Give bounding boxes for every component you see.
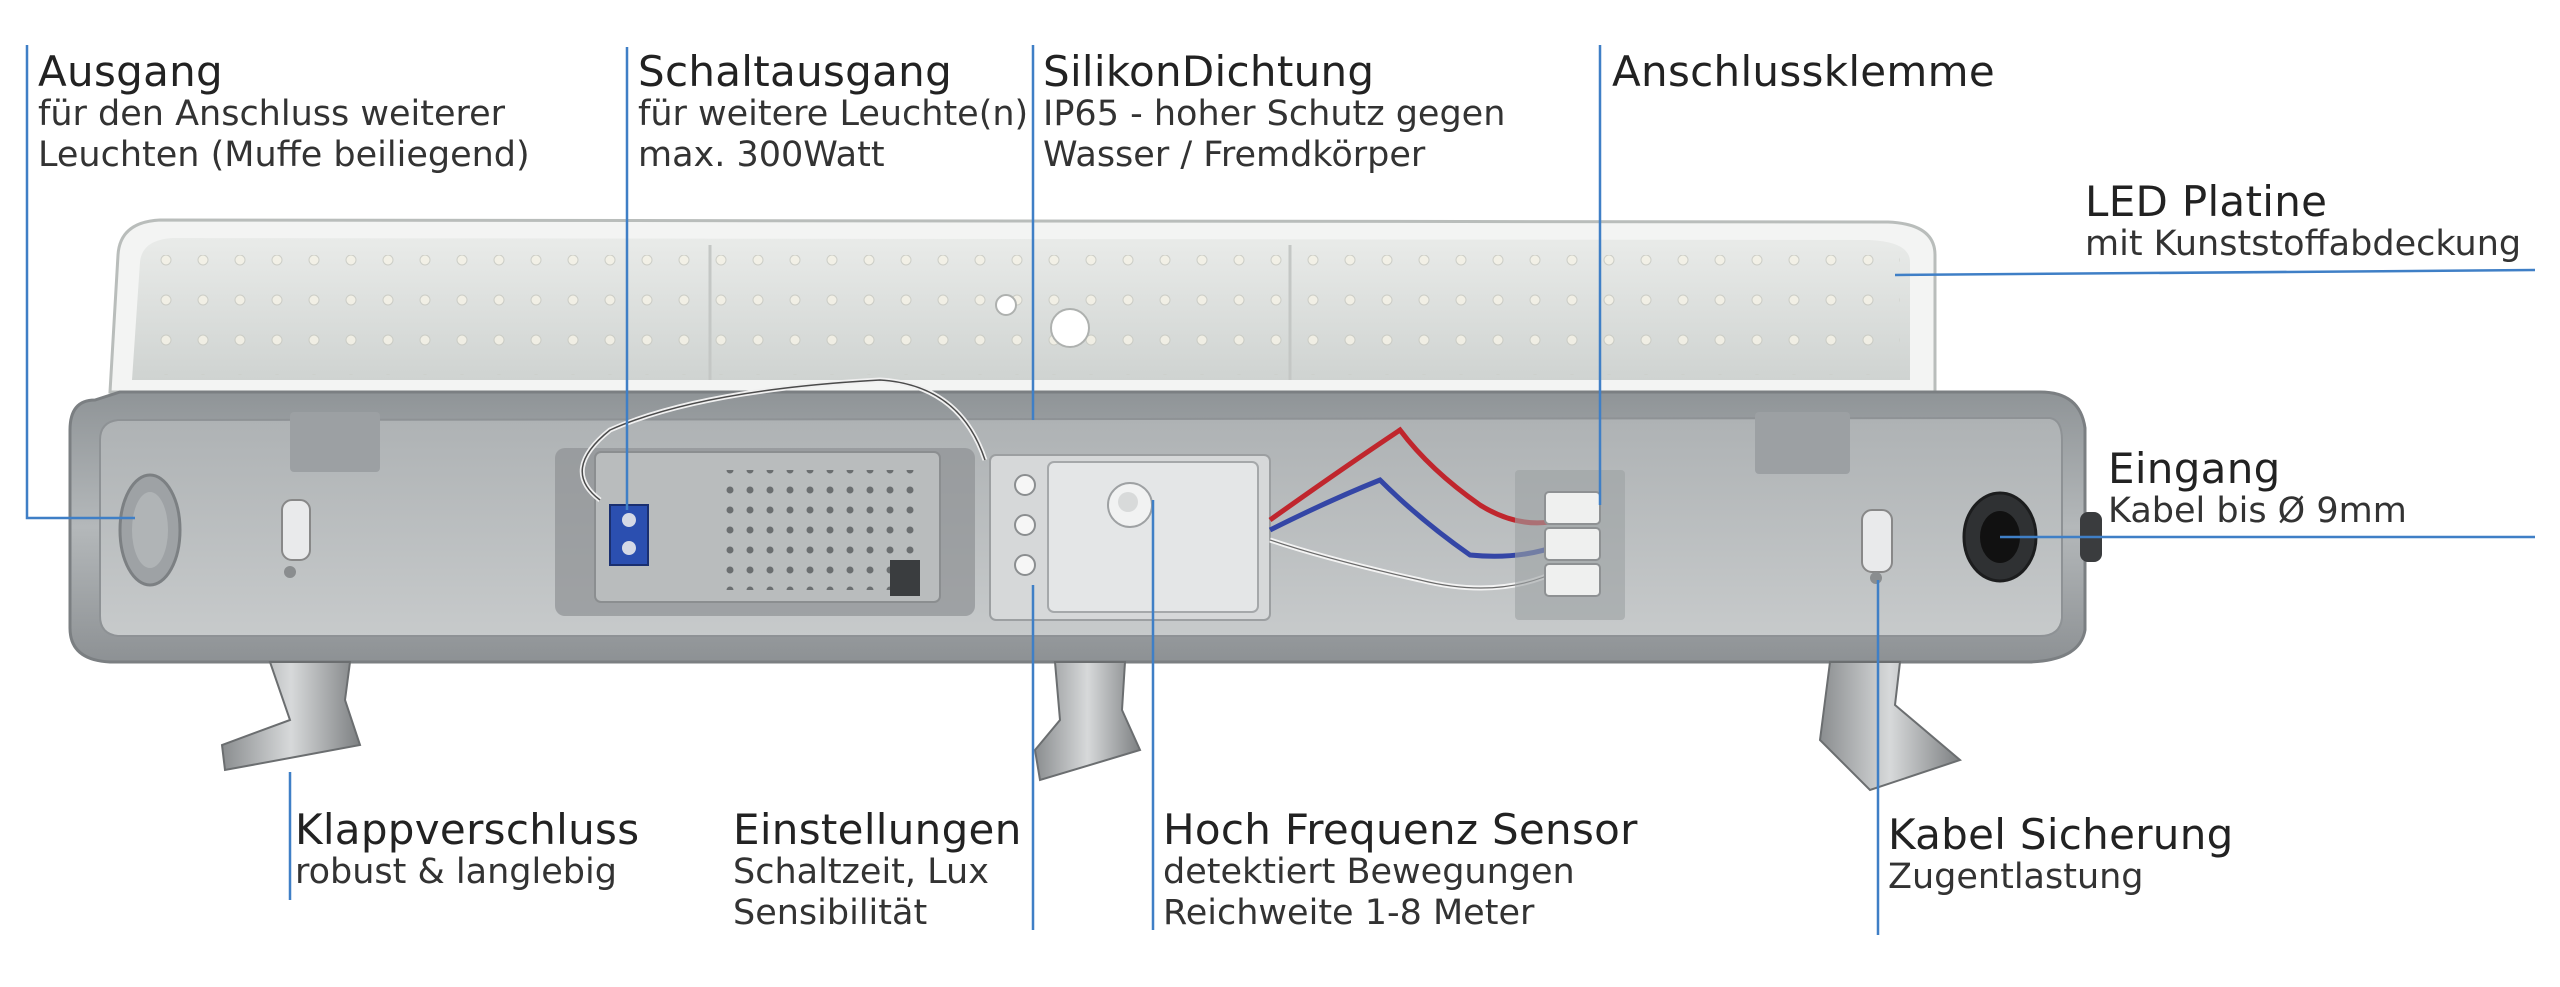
label-kabel-sicherung: Kabel Sicherung Zugentlastung: [1888, 813, 2234, 898]
label-title: Einstellungen: [733, 805, 1022, 854]
label-ausgang: Ausgang für den Anschluss weiterer Leuch…: [38, 50, 530, 176]
label-eingang: Eingang Kabel bis Ø 9mm: [2108, 447, 2407, 532]
label-anschlussklemme: Anschlussklemme: [1612, 50, 1995, 94]
label-line: detektiert Bewegungen: [1163, 852, 1575, 892]
dial-time-icon: [1014, 474, 1036, 496]
label-line: Reichweite 1-8 Meter: [1163, 893, 1535, 933]
label-title: Eingang: [2108, 444, 2281, 493]
label-line: Leuchten (Muffe beiliegend): [38, 135, 530, 175]
label-title: SilikonDichtung: [1043, 47, 1375, 96]
connection-terminals: [1515, 470, 1625, 620]
label-line: für den Anschluss weiterer: [38, 94, 506, 134]
sensor-module: [989, 454, 1271, 621]
label-title: LED Platine: [2085, 177, 2328, 226]
led-cover: [108, 218, 1937, 394]
leader-lines: [25, 45, 2536, 935]
label-klappverschluss: Klappverschluss robust & langlebig: [295, 808, 639, 893]
dial-lux-icon: [1014, 514, 1036, 536]
label-line: IP65 - hoher Schutz gegen: [1043, 94, 1506, 134]
label-line: max. 300Watt: [638, 135, 885, 175]
label-sensor: Hoch Frequenz Sensor detektiert Bewegung…: [1163, 808, 1638, 934]
label-line: Wasser / Fremdkörper: [1043, 135, 1426, 175]
label-schaltausgang: Schaltausgang für weitere Leuchte(n) max…: [638, 50, 1028, 176]
label-line: Sensibilität: [733, 893, 928, 933]
driver-box: [555, 448, 975, 616]
label-line: für weitere Leuchte(n): [638, 94, 1029, 134]
label-silikon: SilikonDichtung IP65 - hoher Schutz gege…: [1043, 50, 1505, 176]
label-led-platine: LED Platine mit Kunststoffabdeckung: [2085, 180, 2521, 265]
label-title: Anschlussklemme: [1612, 47, 1995, 96]
label-title: Ausgang: [38, 47, 224, 96]
dial-sens-icon: [1014, 554, 1036, 576]
wires: [579, 377, 1562, 591]
label-line: Schaltzeit, Lux: [733, 852, 989, 892]
label-line: robust & langlebig: [295, 852, 617, 892]
label-line: Kabel bis Ø 9mm: [2108, 491, 2407, 531]
label-title: Hoch Frequenz Sensor: [1163, 805, 1638, 854]
label-line: Zugentlastung: [1888, 857, 2144, 897]
latches: [220, 661, 1963, 792]
label-title: Kabel Sicherung: [1888, 810, 2234, 859]
label-title: Klappverschluss: [295, 805, 640, 854]
label-einstellungen: Einstellungen Schaltzeit, Lux Sensibilit…: [733, 808, 1022, 934]
label-line: mit Kunststoffabdeckung: [2085, 224, 2522, 264]
label-title: Schaltausgang: [638, 47, 953, 96]
